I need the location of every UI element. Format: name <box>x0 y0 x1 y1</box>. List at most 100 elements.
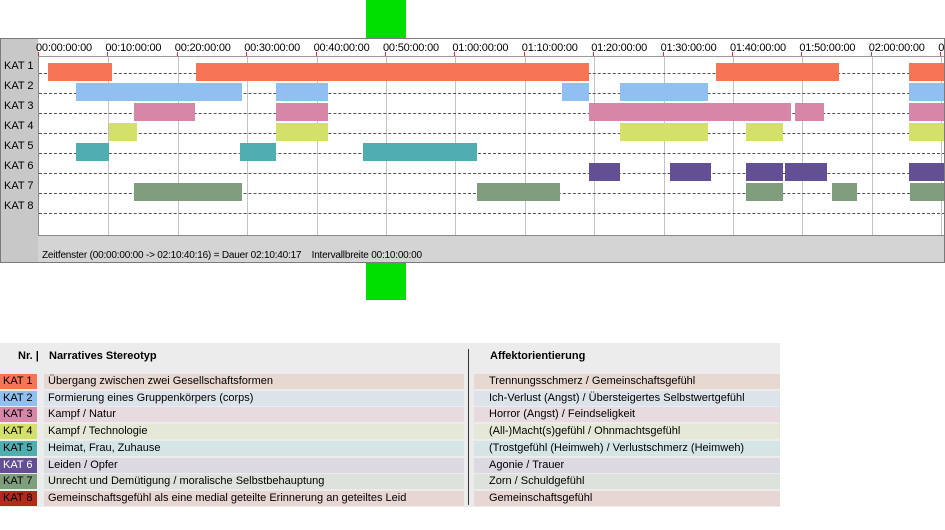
segment-kat-4[interactable] <box>619 123 708 141</box>
segment-kat-6[interactable] <box>908 163 944 181</box>
tick-label: 01:50:00:00 <box>799 42 856 54</box>
segment-kat-4[interactable] <box>908 123 944 141</box>
segment-kat-7[interactable] <box>831 183 857 201</box>
legend-category-code: KAT 5 <box>0 440 37 456</box>
segment-kat-4[interactable] <box>745 123 783 141</box>
legend-row-background <box>44 424 464 440</box>
segment-kat-1[interactable] <box>716 63 840 81</box>
segment-kat-1[interactable] <box>195 63 590 81</box>
legend-row-background <box>474 440 780 456</box>
legend-divider <box>468 349 469 505</box>
category-row-label: KAT 8 <box>4 200 34 212</box>
segment-kat-6[interactable] <box>589 163 620 181</box>
tick-mark <box>801 52 803 56</box>
segment-kat-7[interactable] <box>134 183 243 201</box>
tick-mark <box>107 52 109 56</box>
segment-kat-5[interactable] <box>75 143 110 161</box>
grid-line <box>941 57 943 235</box>
legend-affekt: (All-)Macht(s)gefühl / Ohnmachtsgefühl <box>489 425 681 438</box>
tick-label: 01:10:00:00 <box>521 42 578 54</box>
segment-kat-7[interactable] <box>745 183 783 201</box>
segment-kat-2[interactable] <box>619 83 708 101</box>
status-text: Zeitfenster (00:00:00:00 -> 02:10:40:16)… <box>42 250 422 261</box>
tick-label: 00:30:00:00 <box>244 42 301 54</box>
segment-kat-2[interactable] <box>561 83 590 101</box>
segment-kat-5[interactable] <box>239 143 276 161</box>
segment-kat-3[interactable] <box>589 103 792 121</box>
tick-mark <box>523 52 525 56</box>
legend-row-background <box>44 474 464 490</box>
legend-row-background <box>474 457 780 473</box>
segment-kat-6[interactable] <box>785 163 828 181</box>
segment-kat-2[interactable] <box>75 83 243 101</box>
grid-line <box>802 57 804 235</box>
legend-stereotyp: Gemeinschaftsgefühl als eine medial gete… <box>48 491 407 504</box>
tick-label: 01:00:00:00 <box>452 42 509 54</box>
legend-stereotyp: Formierung eines Gruppenkörpers (corps) <box>48 391 254 404</box>
segment-kat-3[interactable] <box>794 103 825 121</box>
tick-mark <box>246 52 248 56</box>
tick-mark <box>385 52 386 56</box>
playhead-marker-top[interactable] <box>366 0 406 38</box>
category-row-label: KAT 4 <box>4 120 34 132</box>
tick-label: 01:20:00:00 <box>591 42 648 54</box>
legend-row-background <box>474 474 780 490</box>
category-row-label: KAT 7 <box>4 180 34 192</box>
legend-row-background <box>44 374 464 389</box>
legend-stereotyp: Heimat, Frau, Zuhause <box>48 441 161 454</box>
category-row-label: KAT 6 <box>4 160 34 172</box>
segment-kat-4[interactable] <box>109 123 137 141</box>
segment-kat-7[interactable] <box>910 183 944 201</box>
tick-mark <box>593 52 595 56</box>
segment-kat-4[interactable] <box>275 123 329 141</box>
legend-category-code: KAT 3 <box>0 407 37 423</box>
segment-kat-5[interactable] <box>362 143 478 161</box>
tick-mark <box>315 52 317 56</box>
segment-kat-6[interactable] <box>669 163 711 181</box>
timeline-plot[interactable] <box>38 57 944 235</box>
legend-row-background <box>474 390 780 406</box>
grid-line <box>594 57 596 235</box>
segment-kat-3[interactable] <box>275 103 329 121</box>
grid-line <box>663 57 665 235</box>
tick-label: 0 <box>938 42 945 54</box>
row-baseline <box>39 213 944 214</box>
segment-kat-3[interactable] <box>908 103 944 121</box>
segment-kat-7[interactable] <box>477 183 560 201</box>
legend-affekt: Trennungsschmerz / Gemeinschaftsgefühl <box>489 375 696 387</box>
playhead-marker-bottom[interactable] <box>366 263 406 300</box>
legend-row-background <box>474 424 780 440</box>
legend-stereotyp: Kampf / Technologie <box>48 425 148 438</box>
row-baseline <box>39 113 944 114</box>
legend-row-background <box>44 390 464 406</box>
tick-label: 01:40:00:00 <box>730 42 786 54</box>
segment-kat-1[interactable] <box>48 63 112 81</box>
grid-line <box>177 57 179 235</box>
tick-label: 00:20:00:00 <box>174 42 231 54</box>
legend-category-code: KAT 2 <box>0 390 37 406</box>
status-bar: Zeitfenster (00:00:00:00 -> 02:10:40:16)… <box>38 235 944 262</box>
category-row-label: KAT 5 <box>4 140 34 152</box>
segment-kat-2[interactable] <box>275 83 329 101</box>
category-row-label: KAT 3 <box>4 100 34 112</box>
tick-mark <box>870 52 872 56</box>
segment-kat-1[interactable] <box>908 63 944 81</box>
segment-kat-3[interactable] <box>134 103 196 121</box>
segment-kat-6[interactable] <box>745 163 783 181</box>
tick-label: 02:00:00:00 <box>868 42 925 54</box>
row-baseline <box>39 173 944 174</box>
tick-mark <box>732 52 733 56</box>
legend-affekt: Agonie / Trauer <box>489 458 565 471</box>
legend-row-background <box>474 407 780 423</box>
segment-kat-2[interactable] <box>908 83 944 101</box>
legend-row: KAT 2 Formierung eines Gruppenkörpers (co… <box>0 390 780 407</box>
